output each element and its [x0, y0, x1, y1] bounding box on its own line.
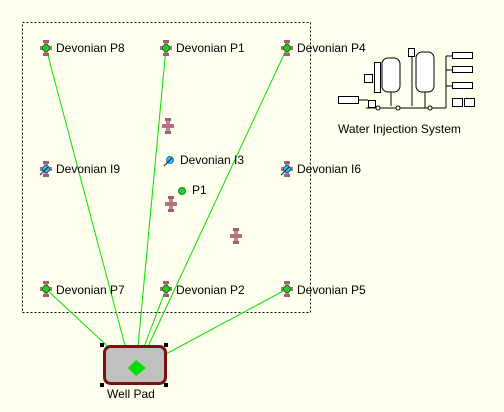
- connections: [45, 47, 288, 369]
- connection-p4: [137, 47, 288, 369]
- connection-p8: [45, 47, 132, 369]
- selection-handle-icon[interactable]: [100, 343, 168, 387]
- well-label-i9: Devonian I9: [56, 162, 121, 176]
- well-p4[interactable]: [281, 40, 293, 56]
- water-injection-label: Water Injection System: [338, 122, 461, 136]
- well-label-i3: Devonian I3: [180, 153, 245, 167]
- producer-node-icon: [283, 285, 291, 293]
- connection-p1: [135, 47, 167, 369]
- producer-node-icon: [283, 44, 291, 52]
- producer-node-icon: [42, 285, 50, 293]
- producer-node-icon: [162, 44, 170, 52]
- wellhead-icon[interactable]: [162, 118, 174, 134]
- well-i9[interactable]: [39, 161, 52, 177]
- producer-node-icon: [162, 285, 170, 293]
- well-p7[interactable]: [40, 281, 52, 297]
- pad-hub-icon: [128, 360, 146, 376]
- point-label-p1: P1: [192, 183, 207, 197]
- well-p5[interactable]: [281, 281, 293, 297]
- well-p8[interactable]: [40, 40, 52, 56]
- producer-node-icon: [42, 44, 50, 52]
- well-i3[interactable]: [163, 156, 174, 167]
- well-p2[interactable]: [160, 281, 172, 297]
- well-label-p4: Devonian P4: [297, 41, 366, 55]
- well-i6[interactable]: [280, 161, 293, 177]
- well-label-p1: Devonian P1: [176, 41, 245, 55]
- wellhead-icon[interactable]: [230, 228, 242, 244]
- well-pad-label: Well Pad: [107, 387, 155, 401]
- well-label-p8: Devonian P8: [56, 41, 125, 55]
- field-boundary: [22, 22, 311, 313]
- well-p1[interactable]: [160, 40, 172, 56]
- well-label-p5: Devonian P5: [297, 283, 366, 297]
- point-p1[interactable]: [178, 187, 186, 195]
- well-label-p7: Devonian P7: [56, 283, 125, 297]
- well-label-i6: Devonian I6: [297, 162, 362, 176]
- wellhead-icon[interactable]: [165, 196, 177, 212]
- well-label-p2: Devonian P2: [176, 283, 245, 297]
- well-pad[interactable]: [100, 343, 168, 387]
- water-injection-system[interactable]: [338, 48, 475, 111]
